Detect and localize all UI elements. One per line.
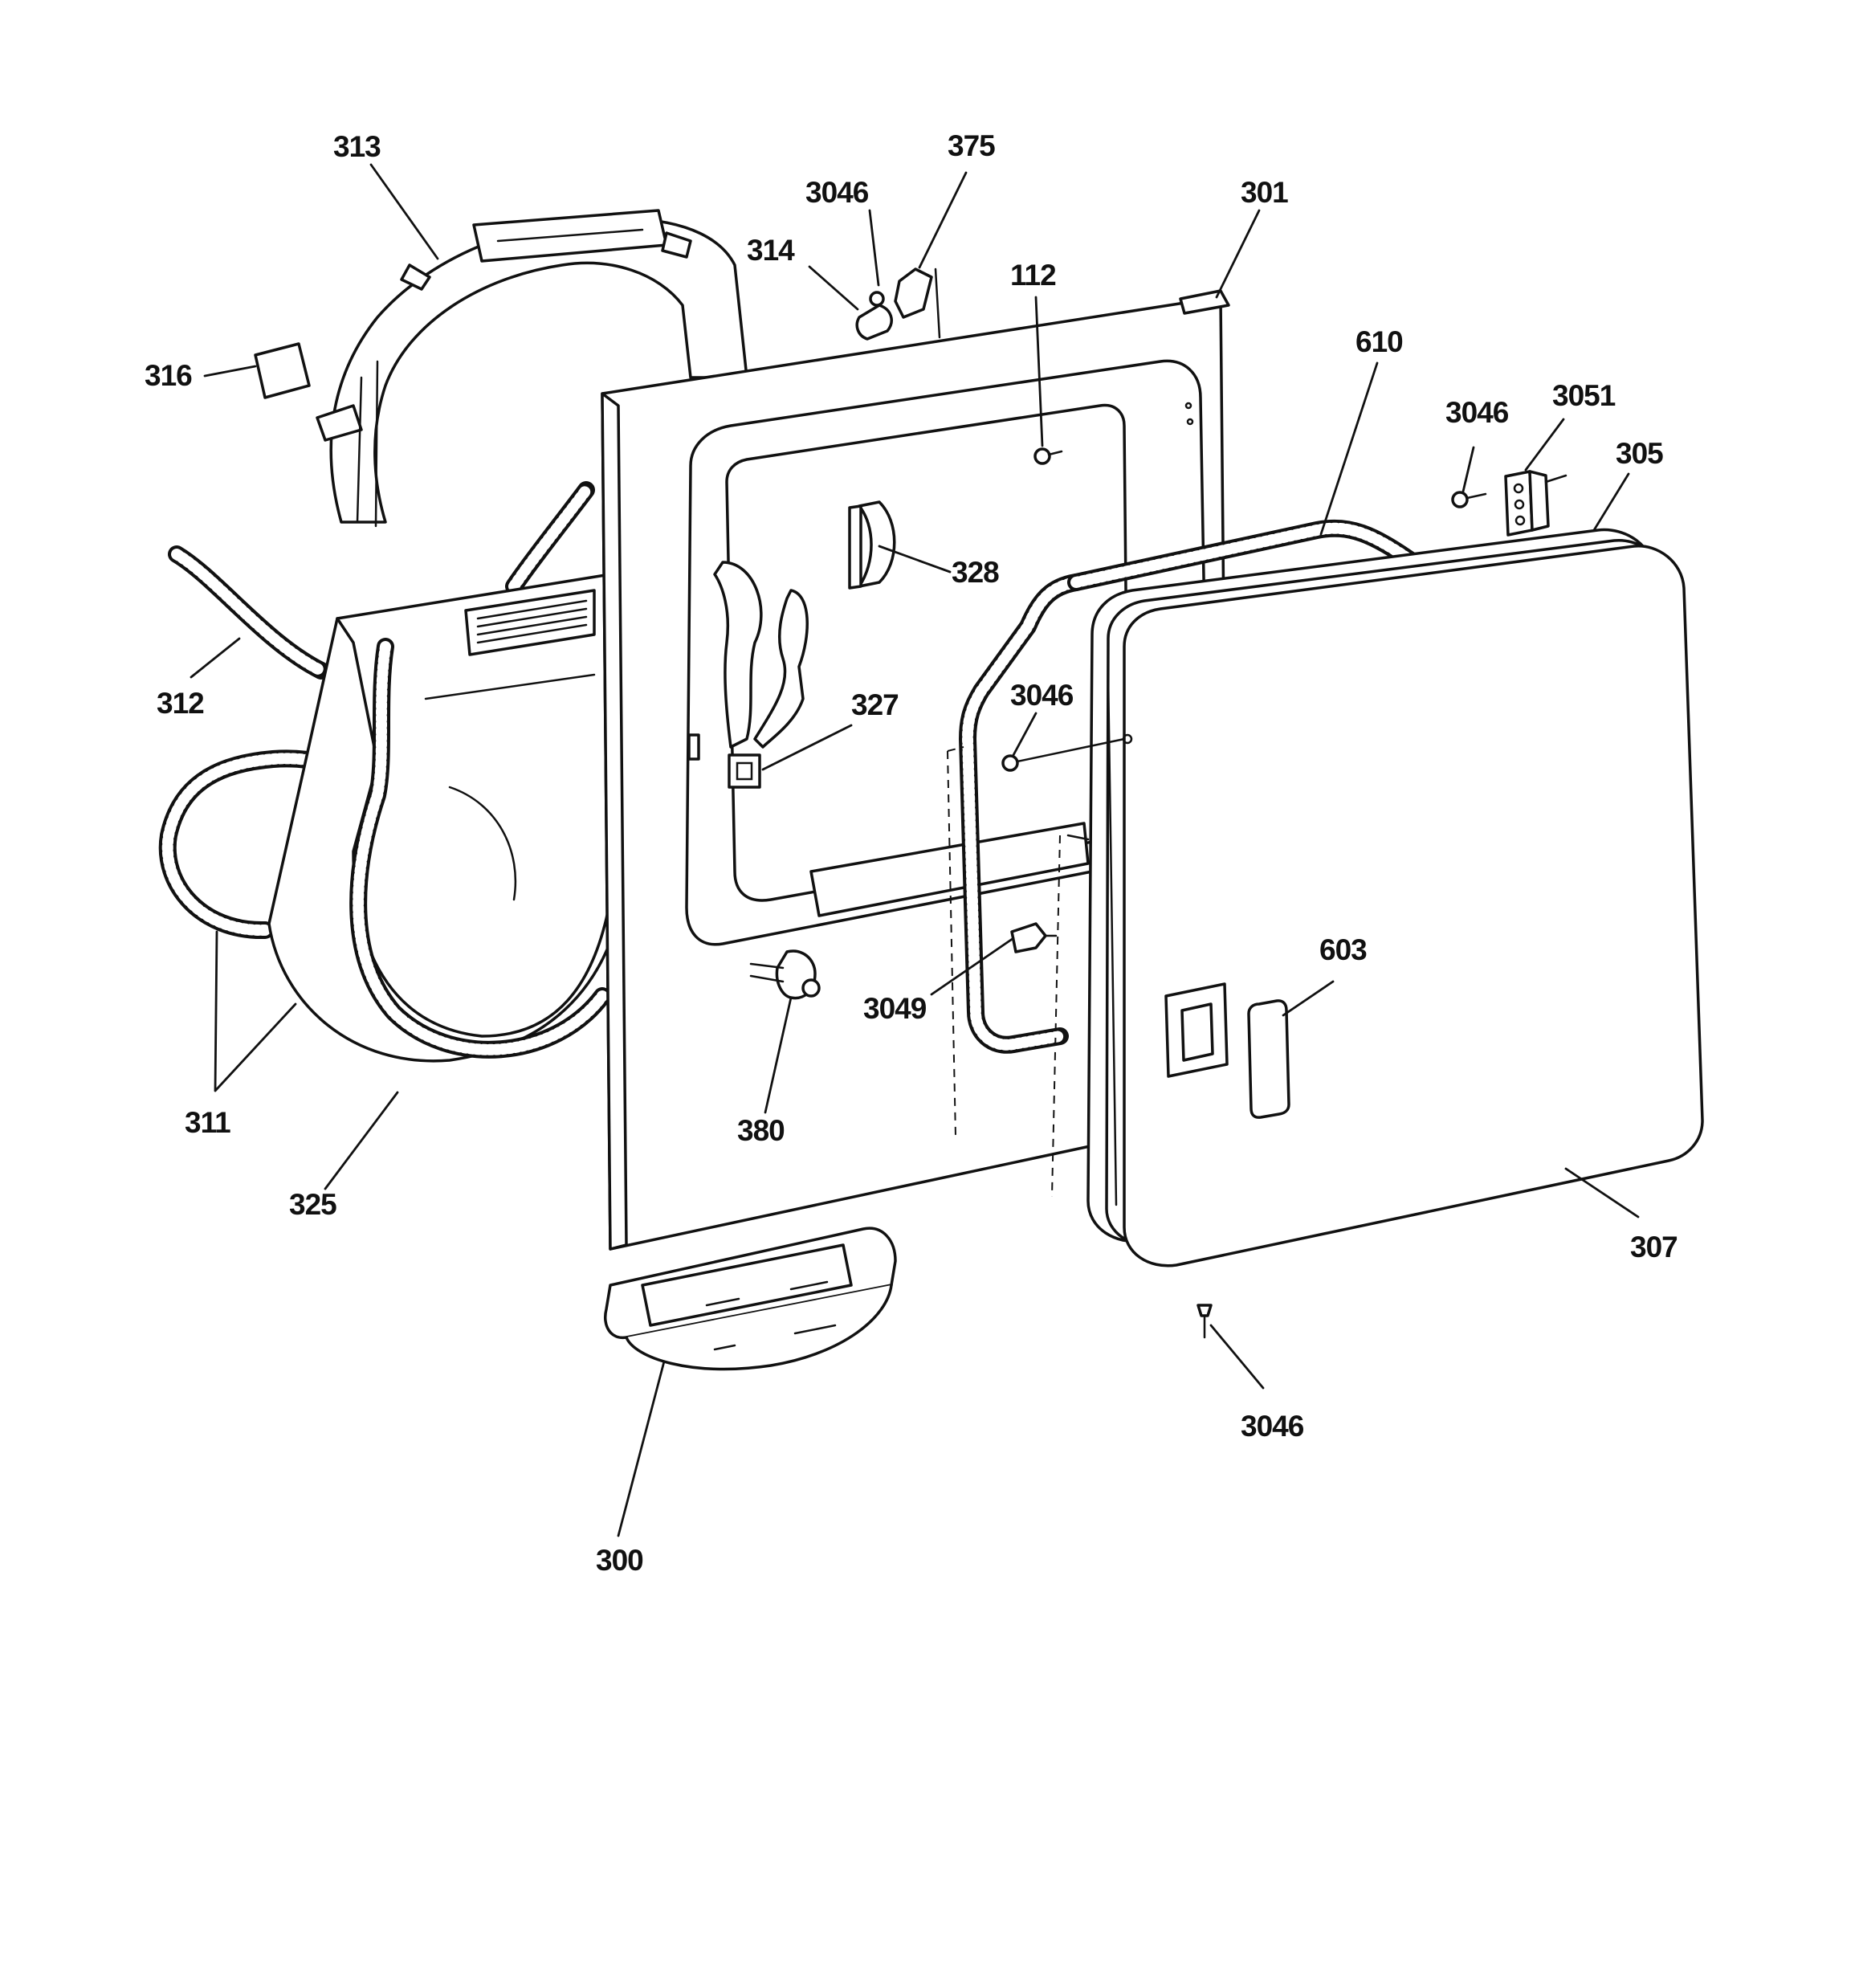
bulkhead-ring-part: [316, 209, 748, 528]
callout-375: 375: [948, 129, 995, 162]
top-latch-hardware-part: [855, 267, 941, 341]
callout-112: 112: [1010, 259, 1056, 292]
callout-300: 300: [596, 1544, 643, 1577]
callout-316: 316: [145, 359, 192, 392]
callout-301: 301: [1241, 176, 1288, 209]
door-strike-part: [848, 500, 896, 590]
callout-314: 314: [747, 234, 795, 267]
callout-325: 325: [289, 1188, 336, 1221]
panel-screw-part: [1033, 447, 1063, 465]
felt-seal-part: [168, 481, 595, 680]
callout-380: 380: [737, 1114, 785, 1147]
callout-327: 327: [851, 688, 899, 721]
bottom-screw-part: [1196, 1304, 1213, 1339]
duct-grille: [476, 599, 588, 644]
duct-assembly-part: [267, 573, 628, 1063]
sensor-bracket-part: [687, 561, 809, 789]
callout-3049: 3049: [863, 992, 927, 1025]
callout-3046-gasket: 3046: [1010, 679, 1074, 712]
callout-307: 307: [1630, 1231, 1678, 1263]
callout-311: 311: [185, 1106, 230, 1139]
callout-labels: 313 375 3046 314 301 112 316 610 3046 30…: [145, 129, 1678, 1577]
door-switch-part: [749, 949, 821, 1000]
callout-328: 328: [952, 556, 999, 589]
callout-leader-lines: [190, 163, 1640, 1537]
hinge-screw-part: [1451, 491, 1487, 508]
front-panel-part: [601, 289, 1230, 1251]
door-catch-part: [1010, 922, 1058, 953]
lint-strip-part: [254, 342, 311, 399]
door-gasket-part: [959, 519, 1422, 1054]
door-assembly-part: [1066, 528, 1704, 1268]
kick-panel-texture: [705, 1280, 837, 1351]
callout-312: 312: [157, 687, 204, 720]
drum-seal-ring-part: [158, 749, 354, 940]
door-hinge-part: [1504, 470, 1567, 537]
kick-panel-part: [604, 1227, 897, 1371]
callout-313: 313: [333, 130, 381, 163]
assembly-guide-lines: [947, 746, 1061, 1198]
callout-3046-bottom: 3046: [1241, 1410, 1304, 1443]
callout-3046-top: 3046: [805, 176, 869, 209]
callout-603: 603: [1319, 933, 1367, 966]
callout-305: 305: [1616, 437, 1663, 470]
callout-610: 610: [1355, 325, 1403, 358]
gasket-screw-part: [1001, 733, 1133, 772]
callout-3051: 3051: [1552, 379, 1616, 412]
callout-3046-hinge: 3046: [1445, 396, 1509, 429]
